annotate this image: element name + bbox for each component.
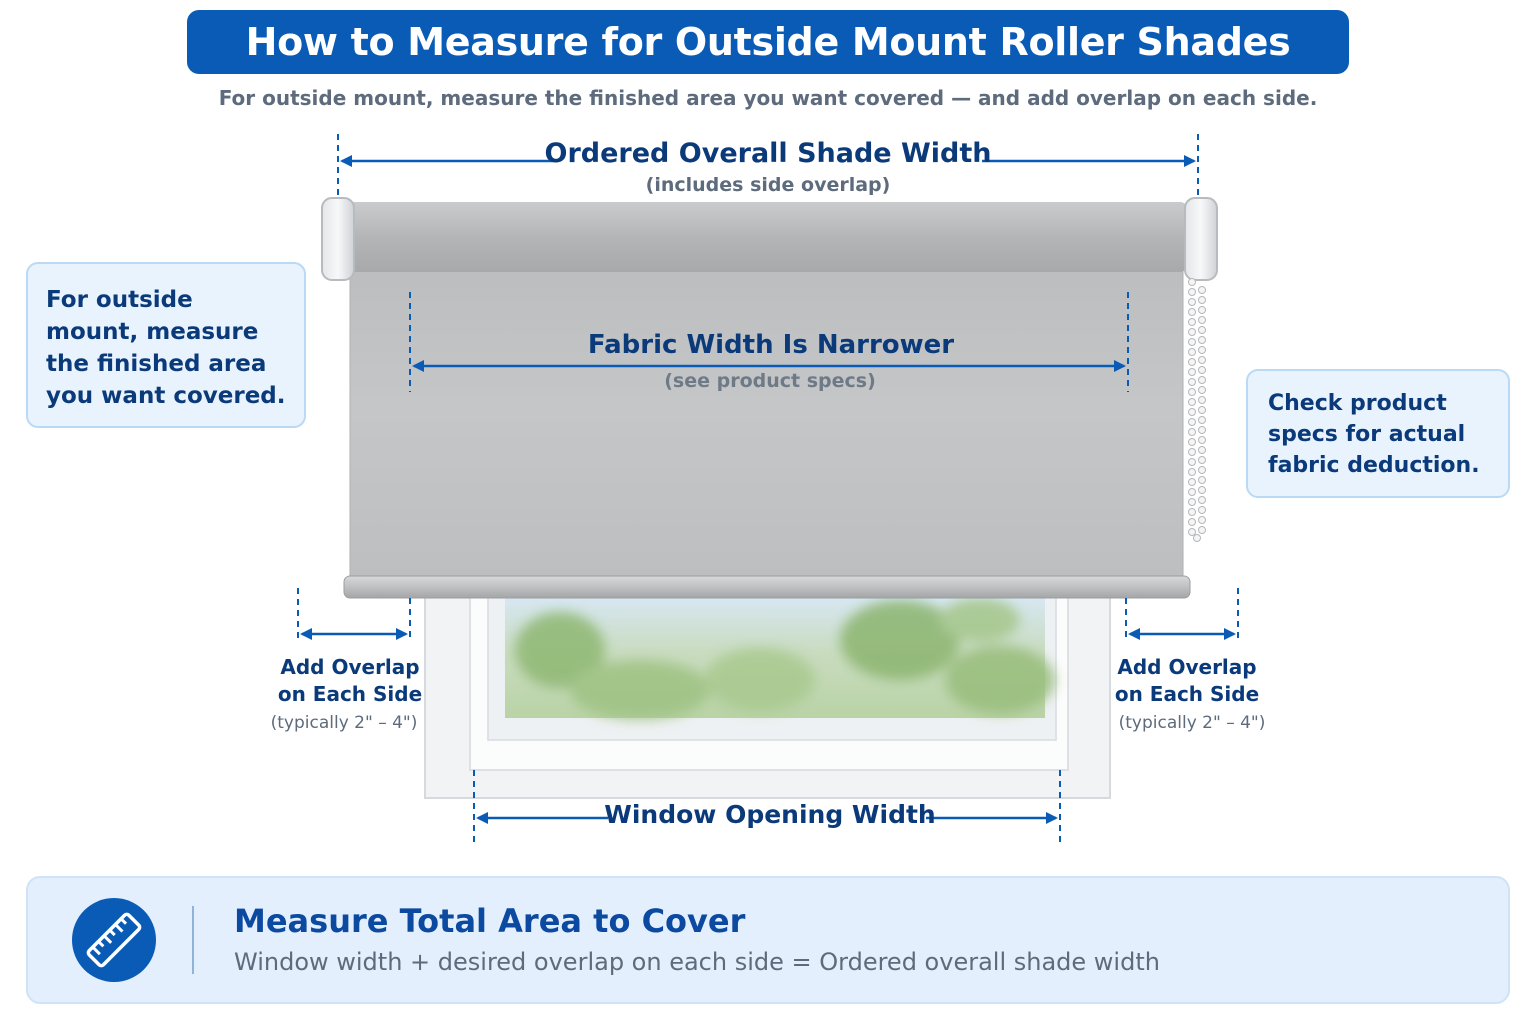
left-overlap-line1: Add Overlap: [280, 655, 420, 679]
overall-width-dimension: [337, 134, 1199, 200]
right-overlap-note: (typically 2" – 4"): [1118, 713, 1266, 733]
summary-text: Window width + desired overlap on each s…: [234, 948, 1160, 976]
ruler-icon: [86, 912, 142, 968]
bead-chain: [1188, 278, 1206, 542]
outside-mount-note: For outside mount, measure the finished …: [26, 262, 306, 428]
right-overlap-line2: on Each Side: [1114, 682, 1260, 706]
right-overlap-label: Add Overlap on Each Side: [1100, 654, 1274, 708]
overall-width-label: Ordered Overall Shade Width: [544, 138, 992, 169]
right-end-cap: [1184, 197, 1218, 281]
summary-title: Measure Total Area to Cover: [234, 902, 746, 940]
overall-width-note: (includes side overlap): [645, 174, 891, 196]
title-banner: How to Measure for Outside Mount Roller …: [187, 10, 1349, 74]
left-overlap-dimension: [297, 588, 411, 642]
page-subtitle: For outside mount, measure the finished …: [218, 86, 1318, 110]
right-overlap-line1: Add Overlap: [1117, 655, 1257, 679]
fabric-width-note: (see product specs): [664, 370, 876, 392]
left-overlap-label: Add Overlap on Each Side: [260, 654, 440, 708]
window: [424, 591, 1111, 799]
page-title: How to Measure for Outside Mount Roller …: [245, 20, 1291, 64]
fabric-width-dimension: [409, 292, 1129, 392]
product-specs-note: Check product specs for actual fabric de…: [1246, 369, 1510, 498]
roller-tube: [345, 202, 1188, 272]
right-overlap-dimension: [1125, 588, 1239, 642]
summary-divider: [192, 906, 194, 974]
window-width-label: Window Opening Width: [604, 800, 936, 829]
ruler-icon-badge: [72, 898, 156, 982]
left-end-cap: [321, 197, 355, 281]
left-overlap-line2: on Each Side: [277, 682, 423, 706]
shade-fabric: [350, 232, 1183, 584]
fabric-width-label: Fabric Width Is Narrower: [587, 330, 955, 360]
left-overlap-note: (typically 2" – 4"): [270, 713, 418, 733]
summary-panel: [26, 876, 1510, 1004]
window-width-dimension: [473, 770, 1061, 846]
bottom-rail: [343, 575, 1191, 599]
